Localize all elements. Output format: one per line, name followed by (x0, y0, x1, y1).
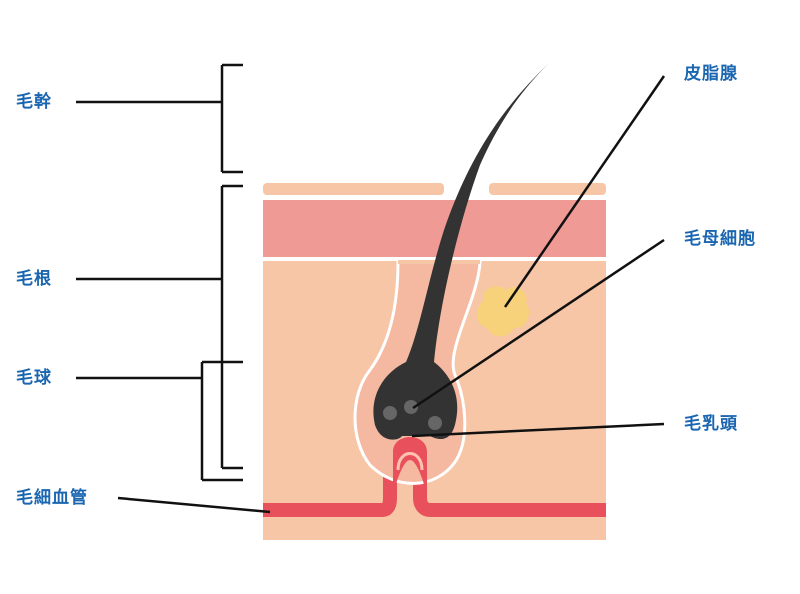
epidermis-band (263, 200, 606, 258)
label-hair-root: 毛根 (16, 269, 52, 289)
label-dermal-papilla: 毛乳頭 (684, 414, 738, 434)
label-hair-bulb: 毛球 (16, 368, 52, 388)
matrix-cells (383, 400, 442, 430)
label-hair-shaft: 毛幹 (16, 92, 52, 112)
label-sebaceous-gland: 皮脂腺 (684, 64, 738, 84)
brackets (76, 63, 271, 514)
skin-surface-left (263, 183, 444, 195)
leader-lines (411, 75, 666, 438)
hair-shaft (373, 64, 548, 440)
skin-surface-right (489, 183, 606, 195)
dermal-papilla (393, 437, 427, 498)
sebaceous-gland-blob (476, 286, 530, 337)
label-capillary: 毛細血管 (16, 488, 88, 508)
label-matrix-cell: 毛母細胞 (684, 229, 756, 249)
